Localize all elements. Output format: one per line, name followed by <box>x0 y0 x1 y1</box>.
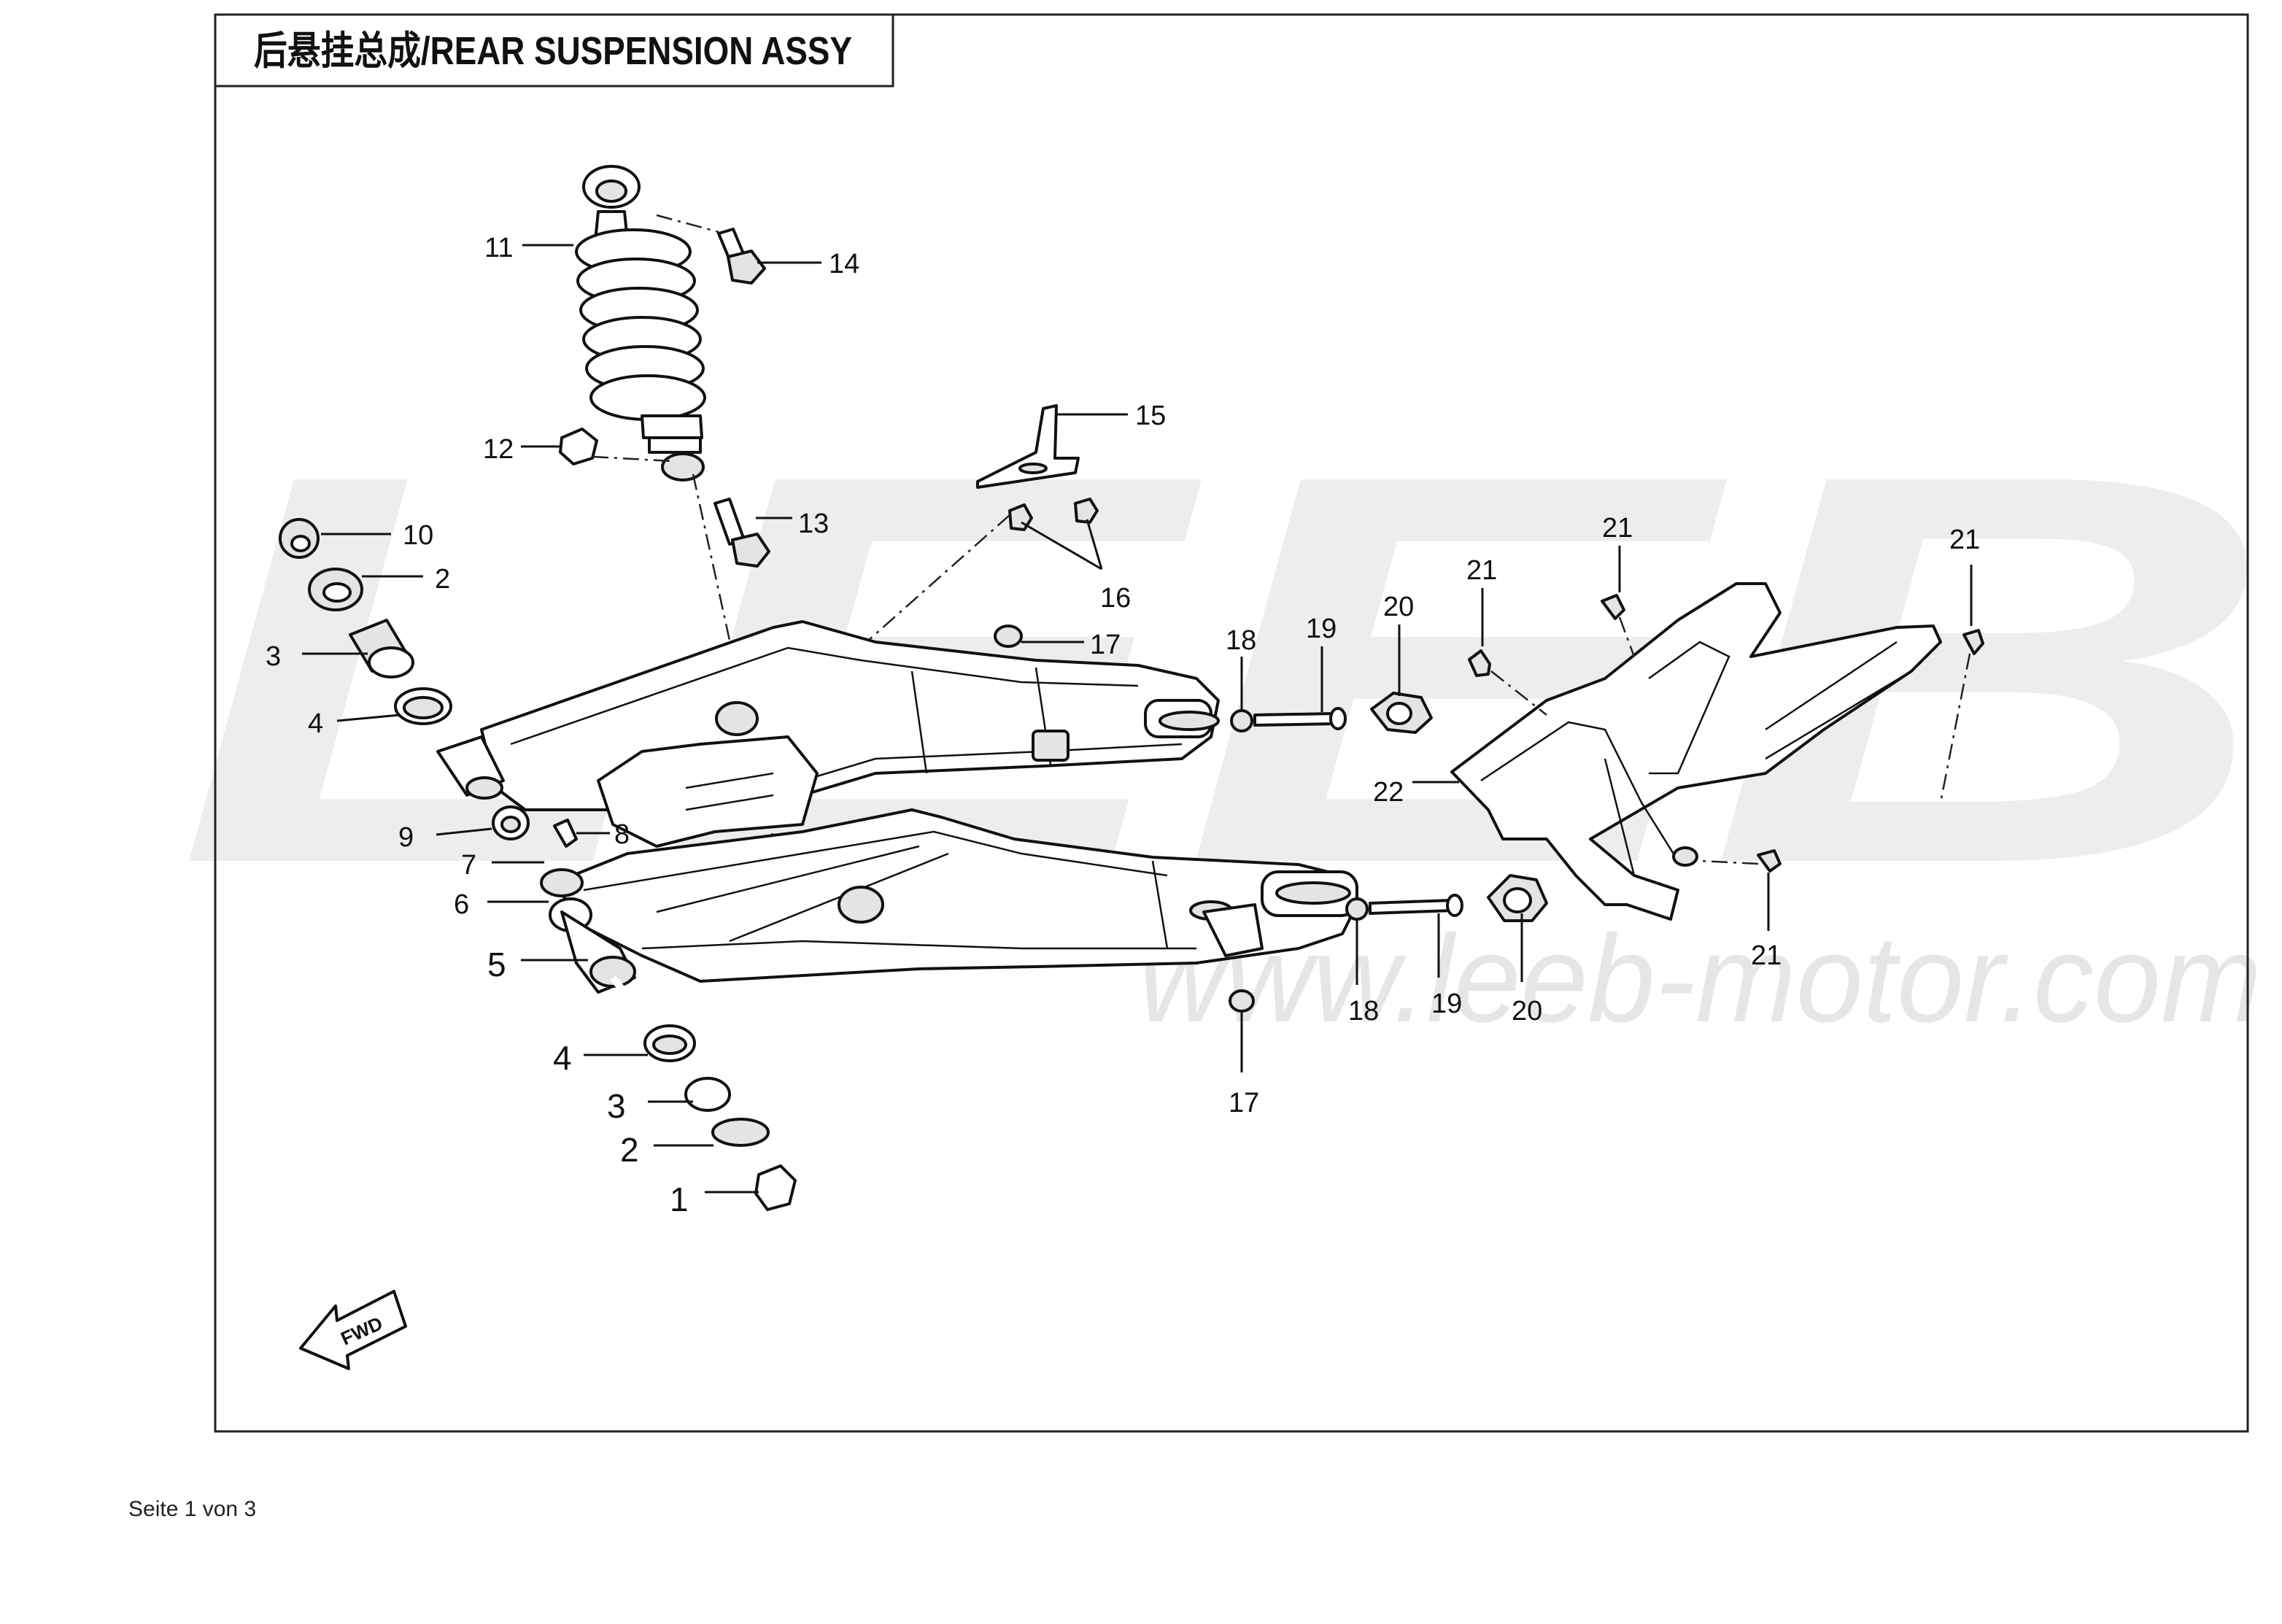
diagram-title: 后悬挂总成/REAR SUSPENSION ASSY <box>254 29 852 73</box>
callout-number: 3 <box>607 1087 626 1125</box>
callout-number: 10 <box>403 520 433 551</box>
callout-number: 13 <box>798 509 829 539</box>
callout-2-upper: 2 <box>362 564 450 595</box>
callout-21-a: 21 <box>1466 555 1497 646</box>
callout-12: 12 <box>483 434 562 465</box>
callout-10: 10 <box>321 520 433 551</box>
callout-number: 15 <box>1135 401 1166 431</box>
chain-guide-bracket <box>816 404 1099 687</box>
callout-number: 21 <box>1949 525 1980 555</box>
callout-11: 11 <box>484 233 573 263</box>
axle-hardware-lower <box>1229 874 1548 1013</box>
callout-number: 12 <box>483 434 514 465</box>
callout-17-upper: 17 <box>1021 630 1121 660</box>
callout-3-upper: 3 <box>266 641 368 672</box>
callout-4-lower: 4 <box>553 1039 648 1077</box>
callout-number: 14 <box>829 249 859 279</box>
callout-5: 5 <box>487 946 588 983</box>
chain-guard <box>1450 582 1942 921</box>
callout-20-upper: 20 <box>1383 592 1414 696</box>
callout-21-b: 21 <box>1602 513 1633 592</box>
callout-21-c: 21 <box>1949 525 1980 626</box>
callout-number: 20 <box>1512 996 1542 1026</box>
callout-6: 6 <box>454 889 549 920</box>
callout-number: 4 <box>553 1039 572 1077</box>
callout-number: 19 <box>1306 614 1337 644</box>
callout-number: 17 <box>1090 630 1121 660</box>
callout-number: 19 <box>1431 989 1462 1019</box>
title-box: 后悬挂总成/REAR SUSPENSION ASSY <box>215 15 894 88</box>
callout-number: 21 <box>1466 555 1497 586</box>
callout-number: 18 <box>1348 996 1379 1026</box>
callout-number: 2 <box>435 564 450 595</box>
leader-line <box>436 827 492 836</box>
callout-number: 4 <box>308 708 323 739</box>
callout-17-lower: 17 <box>1229 1013 1259 1118</box>
callout-20-lower: 20 <box>1512 913 1542 1026</box>
callout-number: 21 <box>1602 513 1633 544</box>
shock-absorber <box>575 165 706 482</box>
callout-number: 6 <box>454 889 469 920</box>
callout-number: 2 <box>620 1131 639 1169</box>
callout-number: 7 <box>461 850 476 881</box>
page-footer: Seite 1 von 3 <box>128 1497 257 1521</box>
callout-number: 17 <box>1229 1088 1259 1118</box>
upper-bearing-stack <box>279 518 578 848</box>
callout-number: 18 <box>1226 625 1256 656</box>
axle-hardware-upper <box>994 625 1433 734</box>
callout-number: 1 <box>670 1180 689 1218</box>
callout-21-d: 21 <box>1751 873 1782 971</box>
callout-number: 3 <box>266 641 281 672</box>
callout-4-upper: 4 <box>308 708 401 739</box>
callout-number: 9 <box>398 822 414 853</box>
callout-1: 1 <box>670 1180 759 1218</box>
callout-2-lower: 2 <box>620 1131 713 1169</box>
callout-number: 22 <box>1373 777 1404 808</box>
diagram-frame <box>214 13 2249 1433</box>
callout-number: 21 <box>1751 940 1782 971</box>
leader-line <box>336 714 401 722</box>
lower-bearing-stack <box>540 868 797 1211</box>
callout-15: 15 <box>1055 401 1166 431</box>
callout-number: 8 <box>614 819 630 850</box>
swingarm <box>480 620 1358 983</box>
callout-16: 16 <box>1021 519 1131 614</box>
callout-3-lower: 3 <box>607 1087 693 1125</box>
callout-8: 8 <box>576 819 630 850</box>
callout-number: 5 <box>487 946 506 983</box>
callout-14: 14 <box>757 249 859 279</box>
shock-upper-bolt <box>656 214 766 285</box>
shock-nut <box>559 428 672 465</box>
callout-18-lower: 18 <box>1348 921 1379 1026</box>
chain-guard-bolts <box>1468 594 1984 873</box>
callout-13: 13 <box>756 509 829 539</box>
callout-18-upper: 18 <box>1226 625 1256 711</box>
callout-9: 9 <box>398 822 492 853</box>
leader-line <box>1021 521 1102 571</box>
fwd-direction-arrow: FWD <box>299 1290 407 1370</box>
callout-number: 16 <box>1100 583 1131 614</box>
callout-19-lower: 19 <box>1431 913 1462 1019</box>
callout-19-upper: 19 <box>1306 614 1337 712</box>
callout-7: 7 <box>461 850 544 881</box>
callout-22: 22 <box>1373 777 1459 808</box>
callout-number: 11 <box>484 233 513 263</box>
callout-number: 20 <box>1383 592 1414 622</box>
leader-line <box>1086 519 1103 570</box>
